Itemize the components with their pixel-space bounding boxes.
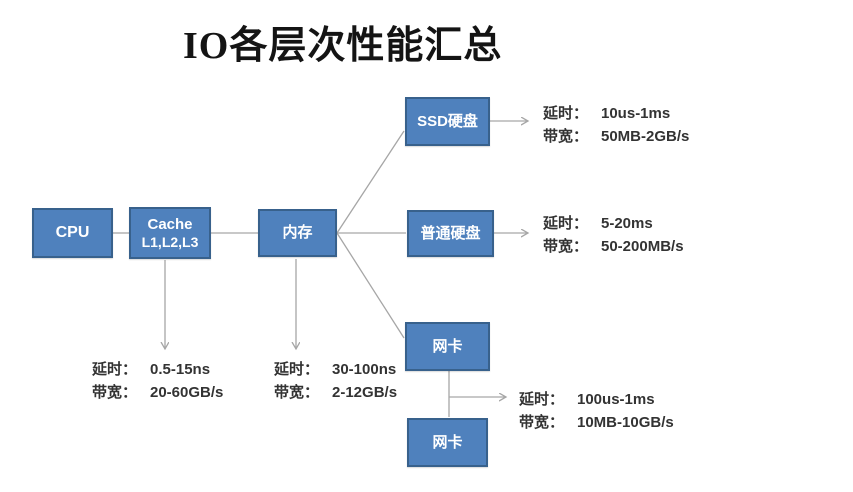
annotation-nic-bandwidth: 带宽： 10MB-10GB/s [519,411,674,434]
node-memory: 内存 [258,209,337,257]
annotation-ssd-latency: 延时： 10us-1ms [543,102,689,125]
annotation-cache: 延时： 0.5-15ns 带宽： 20-60GB/s [92,358,223,404]
node-cpu-label: CPU [55,224,90,242]
annotation-hdd-bandwidth: 带宽： 50-200MB/s [543,235,684,258]
latency-value: 5-20ms [601,215,653,232]
annotation-hdd: 延时： 5-20ms 带宽： 50-200MB/s [543,212,684,258]
bandwidth-value: 50-200MB/s [601,238,684,255]
node-cache-label-line2: L1,L2,L3 [141,233,199,250]
latency-label: 延时： [519,391,565,408]
annotation-memory: 延时： 30-100ns 带宽： 2-12GB/s [274,358,397,404]
node-nic-bottom-label: 网卡 [432,433,463,451]
bandwidth-label: 带宽： [543,128,589,145]
diagram-title: IO各层次性能汇总 [183,25,503,67]
bandwidth-label: 带宽： [519,414,565,431]
bandwidth-label: 带宽： [543,238,589,255]
annotation-nic-latency: 延时： 100us-1ms [519,388,674,411]
latency-label: 延时： [543,215,589,232]
bandwidth-value: 2-12GB/s [332,384,398,401]
annotation-hdd-latency: 延时： 5-20ms [543,212,684,235]
node-memory-label: 内存 [282,224,313,241]
annotation-memory-latency: 延时： 30-100ns [274,358,397,381]
latency-value: 10us-1ms [601,105,671,122]
latency-value: 0.5-15ns [150,361,211,378]
latency-label: 延时： [543,105,589,122]
latency-value: 100us-1ms [577,391,655,408]
annotation-cache-bandwidth: 带宽： 20-60GB/s [92,381,223,404]
latency-label: 延时： [92,361,138,378]
connector-memory-ssd [336,130,405,234]
latency-label: 延时： [274,361,320,378]
bandwidth-value: 10MB-10GB/s [577,414,674,431]
annotation-memory-bandwidth: 带宽： 2-12GB/s [274,381,397,404]
node-ssd: SSD硬盘 [405,97,490,146]
node-nic-top-label: 网卡 [432,337,463,355]
bandwidth-value: 50MB-2GB/s [601,128,690,145]
bandwidth-value: 20-60GB/s [150,384,224,401]
node-cpu: CPU [32,208,113,258]
latency-value: 30-100ns [332,361,397,378]
annotation-ssd: 延时： 10us-1ms 带宽： 50MB-2GB/s [543,102,689,148]
annotation-cache-latency: 延时： 0.5-15ns [92,358,223,381]
annotation-ssd-bandwidth: 带宽： 50MB-2GB/s [543,125,689,148]
bandwidth-label: 带宽： [274,384,320,401]
bandwidth-label: 带宽： [92,384,138,401]
node-cache: Cache L1,L2,L3 [129,207,211,259]
connector-memory-nic [336,232,405,339]
node-nic-top: 网卡 [405,322,490,371]
node-cache-label-line1: Cache [147,215,193,233]
annotation-nic: 延时： 100us-1ms 带宽： 10MB-10GB/s [519,388,674,434]
node-hdd-label: 普通硬盘 [420,224,481,242]
node-hdd: 普通硬盘 [407,210,494,257]
node-nic-bottom: 网卡 [407,418,488,467]
node-ssd-label: SSD硬盘 [417,112,478,130]
